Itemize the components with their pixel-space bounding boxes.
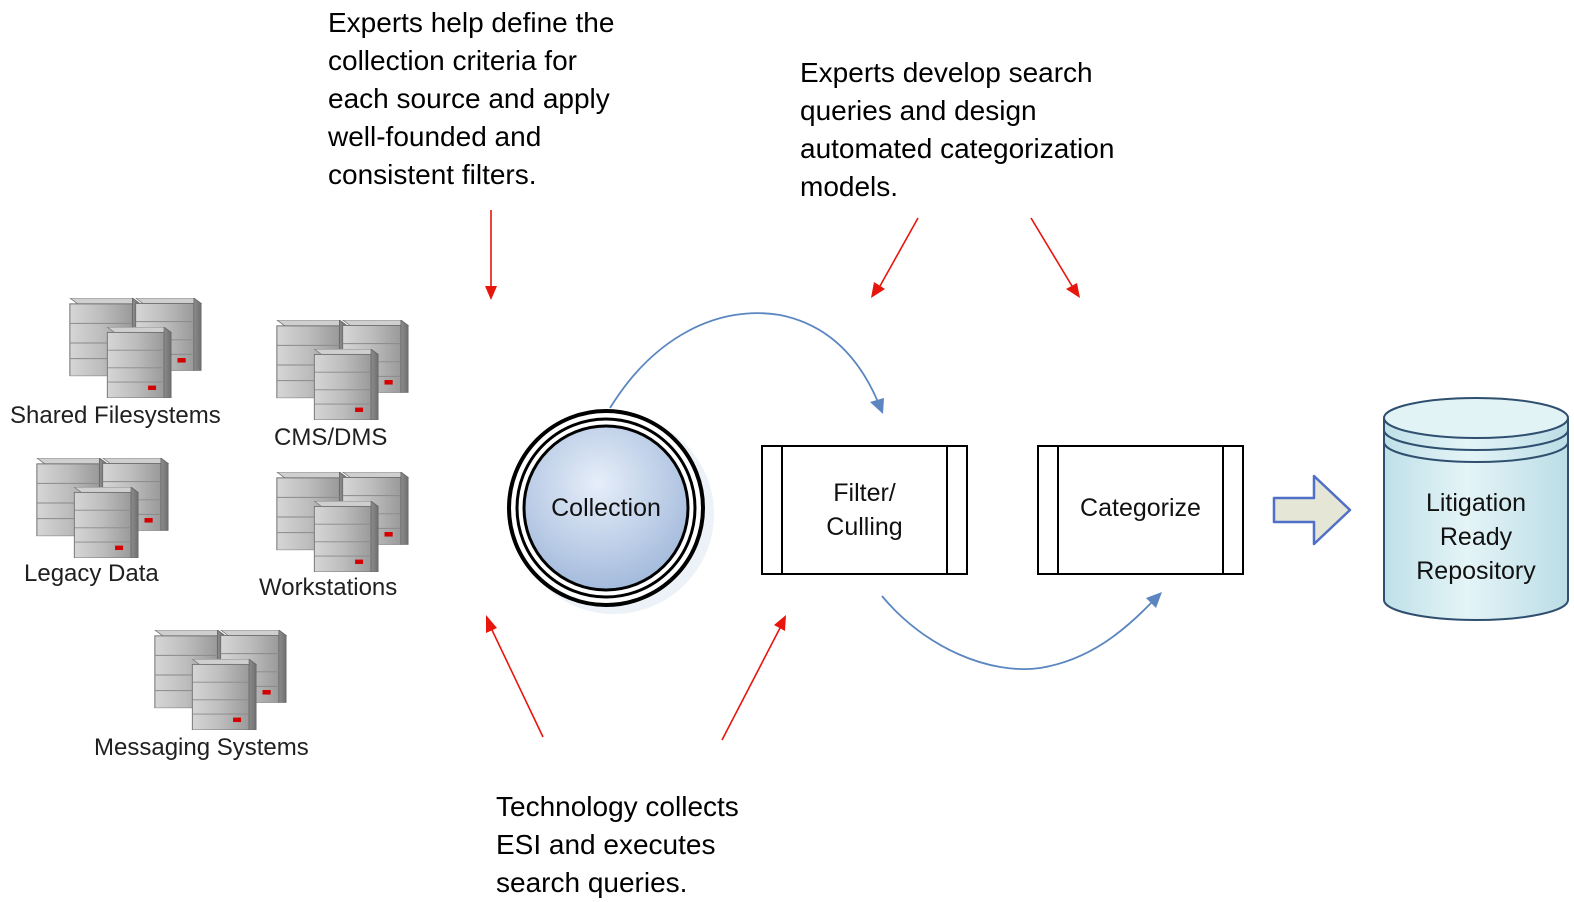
technology-note: Technology collects ESI and executes sea… bbox=[496, 788, 739, 902]
note-line: consistent filters. bbox=[328, 159, 537, 190]
annotation-arrow-search-to-categorize bbox=[1030, 217, 1080, 298]
flow-arrow-collection-to-filter bbox=[609, 312, 884, 414]
collection-label: Collection bbox=[551, 494, 661, 522]
flow-arrow-filter-to-categorize bbox=[881, 592, 1162, 670]
server-cluster-cms-dms-icon bbox=[277, 320, 408, 420]
note-line: models. bbox=[800, 171, 899, 202]
search-queries-note: Experts develop search queries and desig… bbox=[800, 54, 1114, 206]
note-line: Experts develop search bbox=[800, 57, 1093, 88]
block-arrow-right-icon bbox=[1272, 474, 1352, 546]
filter-culling-box bbox=[761, 445, 968, 575]
categorize-label: Categorize bbox=[1080, 494, 1201, 522]
server-cluster-messaging-systems-icon bbox=[155, 630, 286, 730]
filter-culling-label-line: Filter/ bbox=[833, 479, 896, 507]
annotation-arrow-technology-to-filter bbox=[721, 615, 786, 741]
note-line: queries and design bbox=[800, 95, 1037, 126]
note-line: search queries. bbox=[496, 867, 688, 898]
source-label-messaging-systems: Messaging Systems bbox=[94, 734, 309, 761]
collection-node bbox=[507, 409, 714, 614]
note-line: Technology collects bbox=[496, 791, 739, 822]
note-line: well-founded and bbox=[328, 121, 542, 152]
repository-label-line: Ready bbox=[1439, 523, 1513, 551]
server-cluster-shared-filesystems-icon bbox=[70, 298, 201, 398]
server-cluster-workstations-icon bbox=[277, 472, 408, 572]
source-label-cms-dms: CMS/DMS bbox=[274, 424, 388, 451]
annotation-arrow-technology-to-collection bbox=[486, 615, 544, 738]
source-label-workstations: Workstations bbox=[259, 574, 398, 601]
note-line: collection criteria for bbox=[328, 45, 577, 76]
database-cylinder-icon bbox=[1383, 397, 1569, 621]
server-cluster-legacy-data-icon bbox=[37, 458, 168, 558]
note-line: ESI and executes bbox=[496, 829, 716, 860]
collection-criteria-note: Experts help define the collection crite… bbox=[328, 4, 614, 194]
filter-culling-label-line: Culling bbox=[826, 513, 903, 541]
annotation-arrow-search-to-filter bbox=[871, 217, 919, 298]
annotation-arrow-collection-criteria bbox=[485, 210, 497, 300]
note-line: each source and apply bbox=[328, 83, 610, 114]
repository-label: Litigation Ready Repository bbox=[1384, 486, 1568, 588]
repository-label-line: Repository bbox=[1416, 557, 1536, 585]
source-label-shared-filesystems: Shared Filesystems bbox=[10, 402, 221, 429]
note-line: automated categorization bbox=[800, 133, 1115, 164]
filter-culling-label: Filter/ Culling bbox=[782, 476, 947, 544]
note-line: Experts help define the bbox=[328, 7, 615, 38]
repository-label-line: Litigation bbox=[1425, 489, 1527, 517]
source-label-legacy-data: Legacy Data bbox=[24, 560, 159, 587]
categorize-box bbox=[1037, 445, 1244, 575]
